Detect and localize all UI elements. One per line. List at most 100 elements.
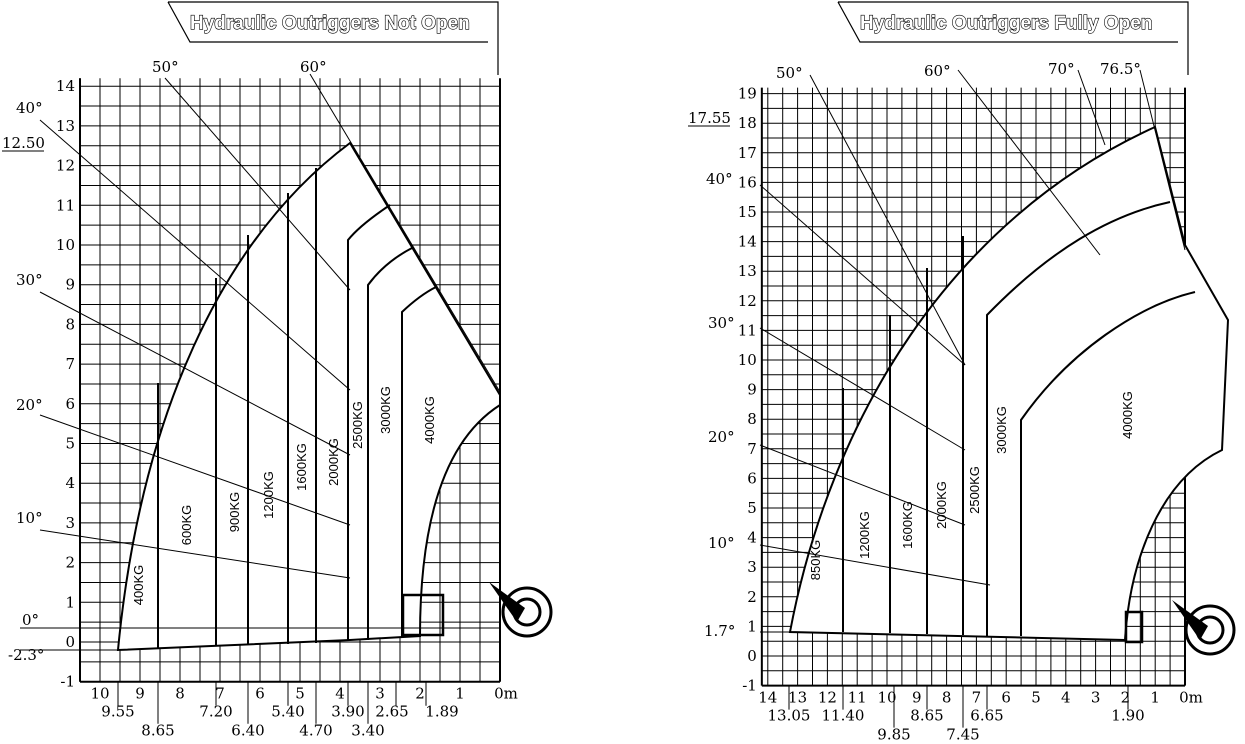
y-tick-label: 12 <box>738 292 757 310</box>
boom-angle-label: -2.3° <box>8 646 44 664</box>
y-tick-label: 2 <box>747 588 757 606</box>
load-capacity-label: 4000KG <box>1120 391 1135 439</box>
boom-angle-line <box>759 444 966 526</box>
y-tick-label: 5 <box>747 499 757 517</box>
max-height-label: 12.50 <box>2 134 45 152</box>
x-tick-label: 8 <box>175 685 185 703</box>
load-capacity-label: 400KG <box>131 565 146 605</box>
x-tick-label: 9 <box>912 689 922 707</box>
boom-angle-line <box>39 414 351 526</box>
load-capacity-label: 2500KG <box>350 401 365 449</box>
x-tick-label: 1 <box>455 685 465 703</box>
boom-angle-line <box>759 544 991 586</box>
boom-angle-label: 0° <box>22 611 39 629</box>
load-capacity-label: 1200KG <box>261 471 276 519</box>
load-capacity-label: 850KG <box>808 540 823 580</box>
x-tick-label: 2 <box>415 685 425 703</box>
radius-label: 6.40 <box>231 722 264 740</box>
radius-label: 3.90 <box>331 703 364 721</box>
radius-label: 1.90 <box>1111 707 1144 725</box>
x-tick-label: 10 <box>90 685 109 703</box>
max-height-label: 17.55 <box>688 109 731 127</box>
y-tick-label: 13 <box>56 117 75 135</box>
boom-angle-label: 50° <box>152 58 179 76</box>
boom-angle-line <box>759 184 966 366</box>
x-tick-label: 0m <box>494 685 518 703</box>
boom-angle-label: 30° <box>16 271 43 289</box>
boom-angle-line <box>309 73 501 393</box>
boom-angle-line <box>39 529 351 579</box>
x-tick-label: 10 <box>877 689 896 707</box>
boom-angle-line <box>809 74 966 366</box>
y-tick-label: 10 <box>738 351 757 369</box>
fork-carriage-icon <box>401 593 445 637</box>
boom-angle-label: 1.7° <box>704 622 735 640</box>
boom-angle-line <box>39 291 351 456</box>
radius-label: 13.05 <box>768 707 811 725</box>
x-tick-label: 7 <box>972 689 982 707</box>
boom-angle-line <box>39 119 351 391</box>
load-capacity-label: 3000KG <box>994 406 1009 454</box>
capacity-boundary-line <box>401 286 437 638</box>
y-tick-label: 11 <box>738 321 757 339</box>
y-tick-label: 7 <box>65 355 75 373</box>
boom-angle-label: 76.5° <box>1100 60 1141 78</box>
x-tick-label: 14 <box>758 689 777 707</box>
y-tick-label: 15 <box>738 203 757 221</box>
radius-label: 2.65 <box>375 703 408 721</box>
x-tick-label: 4 <box>335 685 345 703</box>
boom-angle-label: 50° <box>776 64 803 82</box>
y-tick-label: 13 <box>738 262 757 280</box>
x-tick-label: 3 <box>1091 689 1101 707</box>
chart-title: Hydraulic Outriggers Fully Open <box>860 13 1152 34</box>
radius-label: 11.40 <box>822 707 865 725</box>
y-tick-label: 18 <box>738 114 757 132</box>
y-tick-label: 2 <box>65 554 75 572</box>
x-tick-label: 8 <box>942 689 952 707</box>
x-tick-label: 13 <box>788 689 807 707</box>
x-tick-label: 6 <box>1001 689 1011 707</box>
x-tick-label: 7 <box>215 685 225 703</box>
chart-title: Hydraulic Outriggers Not Open <box>190 13 470 34</box>
boom-angle-label: 60° <box>300 58 327 76</box>
y-tick-label: 7 <box>747 440 757 458</box>
x-tick-label: 12 <box>818 689 837 707</box>
radius-label: 1.89 <box>425 703 458 721</box>
x-tick-label: 1 <box>1150 689 1160 707</box>
load-capacity-label: 4000KG <box>422 396 437 444</box>
y-tick-label: 0 <box>65 633 75 651</box>
x-tick-label: 6 <box>255 685 265 703</box>
load-chart-outriggers-not-open: Hydraulic Outriggers Not Open -1 0 1 2 3 4 5 6 7 8… <box>2 1 553 740</box>
capacity-boundary-line <box>1020 291 1196 636</box>
boom-angle-label: 30° <box>708 314 735 332</box>
load-capacity-label: 3000KG <box>378 386 393 434</box>
y-tick-label: 3 <box>65 514 75 532</box>
boom-angle-label: 20° <box>708 428 735 446</box>
telehandler-icon <box>1124 600 1236 656</box>
capacity-boundary-line <box>347 204 391 640</box>
boom-angle-line <box>1139 69 1186 251</box>
x-tick-label: 0m <box>1179 689 1203 707</box>
radius-label: 8.65 <box>910 707 943 725</box>
load-capacity-label: 2000KG <box>326 438 341 486</box>
capacity-boundary-line <box>986 201 1171 636</box>
radius-label: 9.55 <box>101 703 134 721</box>
radius-label: 7.45 <box>946 726 979 744</box>
load-capacity-label: 1600KG <box>900 501 915 549</box>
y-tick-label: 6 <box>747 469 757 487</box>
x-tick-label: 9 <box>135 685 145 703</box>
load-capacity-label: 2500KG <box>967 466 982 514</box>
y-tick-label: 3 <box>747 558 757 576</box>
y-tick-label: 4 <box>747 529 757 547</box>
y-tick-label: -1 <box>60 673 75 691</box>
y-tick-label: 4 <box>65 474 75 492</box>
y-tick-label: 9 <box>747 381 757 399</box>
load-capacity-label: 1600KG <box>294 443 309 491</box>
boom-angle-line <box>957 69 1101 256</box>
load-capacity-label: 1200KG <box>857 511 872 559</box>
y-tick-label: 5 <box>65 435 75 453</box>
x-tick-label: 5 <box>295 685 305 703</box>
x-tick-label: 2 <box>1121 689 1131 707</box>
y-tick-label: 1 <box>747 617 757 635</box>
boom-angle-label: 70° <box>1048 60 1075 78</box>
